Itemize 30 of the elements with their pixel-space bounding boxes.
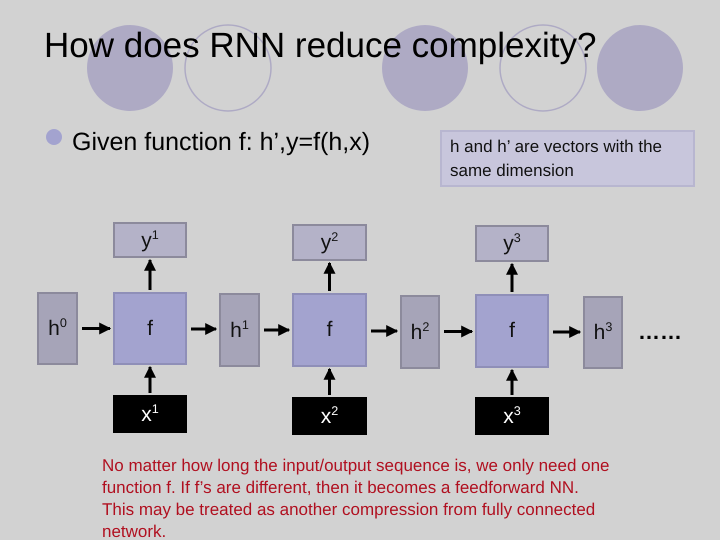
slide-title: How does RNN reduce complexity?: [44, 26, 596, 66]
input-box: x$^{1}$: [113, 395, 187, 433]
output-box: y$^{3}$: [475, 225, 549, 262]
arrow: [144, 366, 156, 393]
arrow: [324, 368, 336, 395]
arrow: [264, 324, 290, 336]
output-box: y$^{2}$: [292, 224, 367, 261]
hidden-state-box: h$^{1}$: [219, 293, 260, 367]
arrow: [191, 323, 218, 335]
hidden-state-box: h$^{0}$: [37, 292, 78, 365]
function-box: f: [292, 293, 367, 367]
arrow: [371, 325, 398, 337]
note-paragraph: No matter how long the input/output sequence is, we only need one function f. If f’s are different, then it becomes a feedforward NN. This may be treated as another compression from fully connected network.: [102, 455, 611, 540]
arrow: [82, 322, 112, 334]
arrow: [506, 368, 518, 395]
ellipsis: ……: [638, 318, 682, 346]
output-box: y$^{1}$: [113, 222, 187, 258]
arrow: [553, 326, 582, 338]
arrow: [444, 326, 474, 338]
hidden-state-box: h$^{2}$: [400, 295, 440, 369]
input-box: x$^{3}$: [475, 397, 549, 435]
function-box: f: [475, 294, 549, 368]
arrow: [506, 262, 518, 292]
input-box: x$^{2}$: [292, 397, 367, 435]
arrow: [144, 258, 156, 290]
function-box: f: [113, 292, 187, 365]
bullet-text: Given function f: h’,y=f(h,x): [72, 127, 370, 158]
arrow: [324, 262, 336, 291]
note-box: h and h’ are vectors with the same dimension: [440, 130, 695, 187]
hidden-state-box: h$^{3}$: [583, 296, 623, 369]
